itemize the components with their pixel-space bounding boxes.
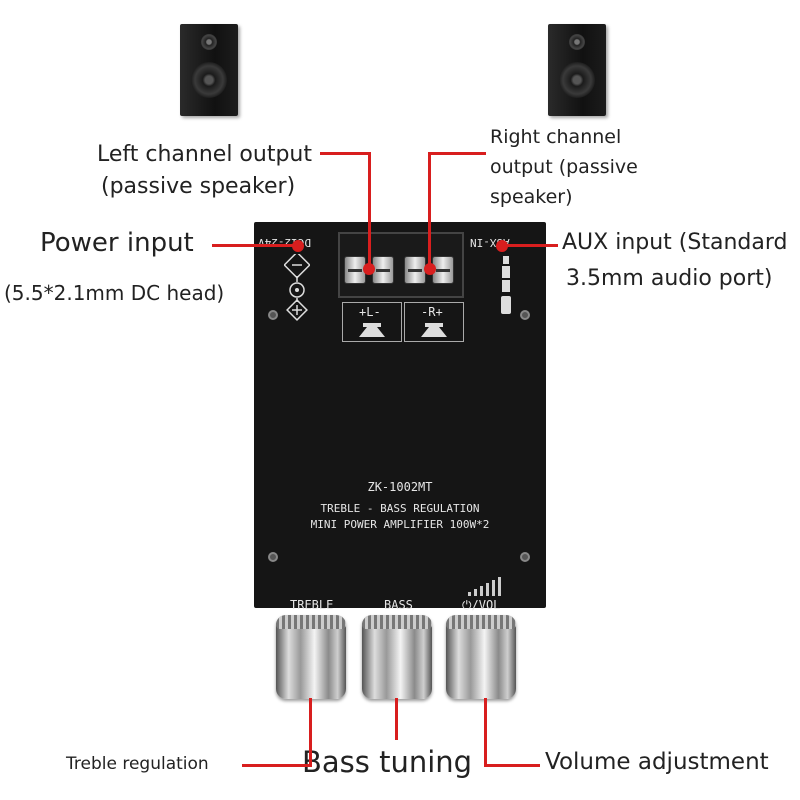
right-speaker-symbol-icon — [421, 323, 447, 337]
terminal-screw — [404, 256, 426, 284]
right-polarity-box: -R+ — [404, 302, 464, 342]
left-speaker-symbol-icon — [359, 323, 385, 337]
leader-line — [484, 698, 487, 766]
bass-label: Bass tuning — [302, 745, 473, 779]
power-input-sub-label: (5.5*2.1mm DC head) — [4, 281, 225, 305]
mount-hole — [268, 310, 278, 320]
right-speaker-icon — [548, 24, 606, 116]
vol-knob-label: ⏻/VOL — [462, 598, 501, 612]
leader-line — [428, 152, 486, 155]
volume-knob[interactable] — [446, 615, 516, 699]
left-channel-line1: Left channel output — [97, 142, 312, 167]
right-polarity-text: -R+ — [421, 305, 443, 319]
board-line2-text: MINI POWER AMPLIFIER 100W*2 — [310, 518, 490, 531]
right-channel-line3: speaker) — [490, 186, 573, 208]
leader-dot — [292, 240, 304, 252]
tweeter — [201, 34, 217, 50]
power-input-label: Power input — [40, 228, 194, 258]
tweeter — [569, 34, 585, 50]
aux-input-sub-label: 3.5mm audio port) — [566, 266, 773, 291]
volume-label: Volume adjustment — [545, 749, 769, 775]
right-channel-label: Right channel output (passive speaker) — [490, 122, 638, 212]
left-polarity-box: +L- — [342, 302, 402, 342]
mount-hole — [520, 310, 530, 320]
aux-input-label: AUX input (Standard — [562, 230, 788, 255]
leader-line — [242, 764, 312, 767]
leader-dot — [424, 263, 436, 275]
dc-power-icon — [283, 251, 311, 322]
speaker-terminal-block — [338, 232, 464, 298]
leader-line — [484, 764, 540, 767]
model-text: ZK-1002MT — [367, 480, 433, 494]
leader-dot — [363, 263, 375, 275]
woofer — [191, 62, 227, 98]
left-polarity-text: +L- — [359, 305, 381, 319]
volume-bars-icon — [466, 576, 512, 596]
woofer — [559, 62, 595, 98]
leader-line — [502, 244, 558, 247]
left-speaker-icon — [180, 24, 238, 116]
treble-knob-label: TREBLE — [290, 598, 334, 612]
mount-hole — [520, 552, 530, 562]
right-channel-line1: Right channel — [490, 126, 622, 148]
terminal-screw — [372, 256, 394, 284]
aux-jack-icon — [498, 256, 514, 316]
leader-line — [212, 244, 298, 247]
right-channel-line2: output (passive — [490, 156, 638, 178]
leader-line — [428, 152, 431, 268]
bass-knob[interactable] — [362, 615, 432, 699]
treble-knob[interactable] — [276, 615, 346, 699]
left-channel-line2: (passive speaker) — [101, 174, 296, 199]
board-line1-text: TREBLE - BASS REGULATION — [320, 502, 480, 515]
leader-line — [368, 152, 371, 268]
leader-line — [309, 698, 312, 766]
leader-line — [395, 698, 398, 740]
left-channel-label: Left channel output (passive speaker) — [97, 139, 312, 203]
leader-line — [320, 152, 370, 155]
mount-hole — [268, 552, 278, 562]
leader-dot — [496, 240, 508, 252]
bass-knob-label: BASS — [384, 598, 413, 612]
treble-label: Treble regulation — [66, 754, 209, 774]
